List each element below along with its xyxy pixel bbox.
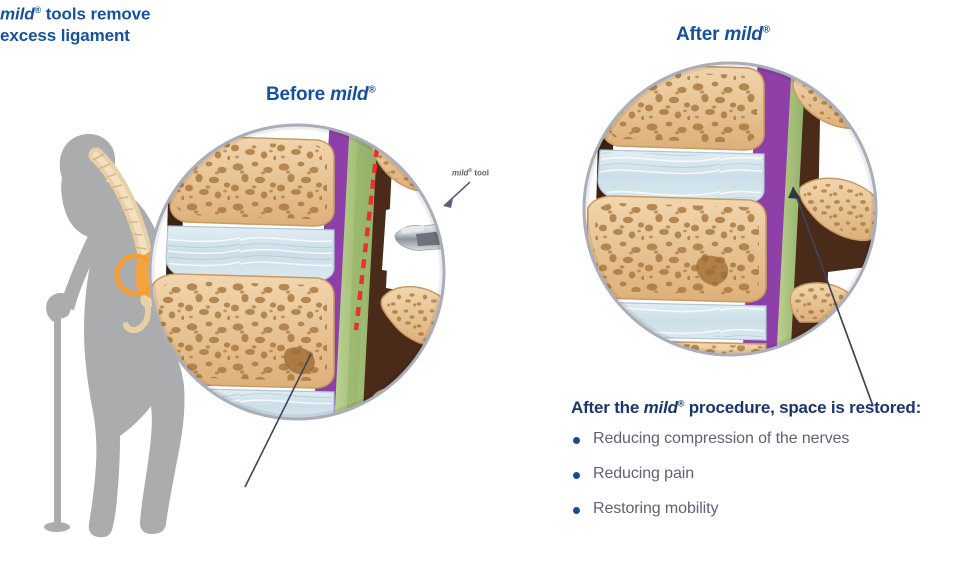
posterior-bone-segment (798, 177, 875, 242)
after-title: After mild® (676, 24, 770, 46)
intervertebral-disc (585, 301, 767, 341)
after-benefits-heading: After the mild® procedure, space is rest… (571, 398, 971, 418)
brand-name-mild: mild (724, 24, 763, 45)
bullet-dot-icon (573, 507, 580, 514)
before-circle-illustration (148, 123, 446, 421)
intervertebral-disc (165, 225, 335, 282)
tool-label-pointer (443, 181, 471, 208)
benefit-text: Reducing compression of the nerves (593, 430, 850, 447)
heading-part-2: procedure, space is restored: (684, 398, 922, 417)
before-title-prefix: Before (266, 84, 331, 105)
leader-line-before (244, 353, 312, 488)
bullet-dot-icon (573, 472, 580, 479)
after-title-prefix: After (676, 24, 725, 45)
caption-brand-mild: mild (0, 4, 35, 24)
vertebra-body (585, 339, 767, 354)
leader-line-after (788, 186, 874, 407)
vertebra-body (151, 273, 335, 389)
registered-mark: ® (34, 5, 42, 15)
benefit-text: Restoring mobility (593, 500, 719, 517)
list-item: Reducing compression of the nerves (571, 430, 971, 448)
registered-mark: ® (762, 24, 770, 36)
tool-label-suffix: tool (472, 168, 490, 178)
benefit-text: Reducing pain (593, 465, 694, 482)
benefits-list: Reducing compression of the nerves Reduc… (571, 430, 971, 518)
list-item: Reducing pain (571, 465, 971, 483)
brand-name-mild: mild (330, 84, 369, 105)
list-item: Restoring mobility (571, 500, 971, 518)
before-caption: mild® tools remove excess ligament (0, 0, 210, 46)
after-circle-illustration (582, 61, 878, 357)
registered-mark: ® (468, 168, 473, 174)
mild-tool-label: mild® tool (452, 168, 489, 178)
vertebra-body (169, 135, 335, 227)
caption-line1-rest: tools remove (41, 4, 151, 24)
caption-line2: excess ligament (0, 25, 130, 45)
registered-mark: ® (677, 398, 685, 409)
brand-name-mild: mild (643, 398, 678, 417)
tool-label-brand: mild (452, 168, 469, 178)
resection-dashed-line (353, 147, 380, 331)
heading-part-1: After the (571, 398, 644, 417)
bullet-dot-icon (573, 437, 580, 444)
vertebra-body (585, 195, 767, 303)
before-title: Before mild® (266, 84, 376, 106)
registered-mark: ® (368, 84, 376, 96)
after-benefits-block: After the mild® procedure, space is rest… (571, 398, 971, 535)
intervertebral-disc (597, 149, 765, 204)
